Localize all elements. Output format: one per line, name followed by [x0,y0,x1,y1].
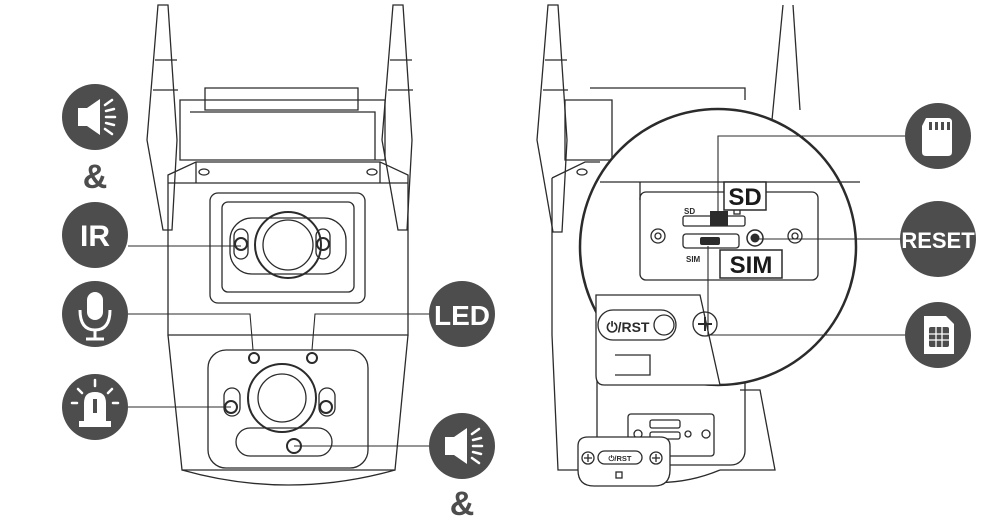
right-camera: ⏻/RST [536,4,801,487]
left-leader-lines [128,245,432,447]
sim-tag-label: SIM [730,252,773,279]
sd-slot-label: SD [684,207,695,216]
power-reset-label: ⏻/RST [607,319,650,335]
sd-tag: SD [723,181,767,211]
speaker-icon [78,98,117,136]
power-reset-small-label: ⏻/RST [608,454,631,463]
reset-label: RESET [901,228,975,253]
sd-tag-label: SD [728,184,761,211]
right-antenna [381,4,413,231]
led-callout: LED [429,281,495,347]
speaker-icon [445,427,484,465]
sd-card-callout [905,103,971,169]
left-camera [146,4,413,486]
camera-dome-lower [167,334,409,471]
ir-callout: IR [62,202,128,268]
ampersand-bottom: & [450,485,475,520]
ampersand-top: & [83,158,108,196]
sim-card-icon [924,316,954,354]
microphone-callout [62,281,128,347]
sim-tag: SIM [719,249,783,279]
microphone-icon [78,292,112,341]
right-leader-lines [707,135,905,336]
alarm-light-icon [70,378,120,427]
ir-label: IR [80,220,110,253]
alarm-light-callout [62,374,128,440]
magnified-view: SD SIM ⏻/RST [578,107,860,387]
speaker-callout-top [62,84,128,150]
sim-slot-label: SIM [686,255,701,264]
camera-head-upper [167,161,409,336]
reset-callout: RESET [900,201,976,277]
sim-card-callout [905,302,971,368]
led-label: LED [434,300,490,331]
port-cover [577,436,671,487]
sd-card-icon [922,118,952,156]
left-antenna [146,4,178,231]
speaker-callout-bottom [429,413,495,479]
